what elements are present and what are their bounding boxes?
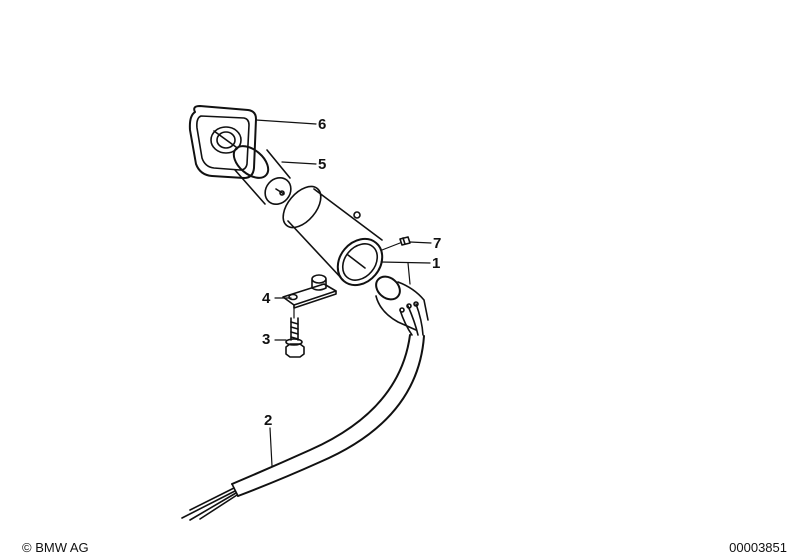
callout-6: 6 — [318, 116, 327, 133]
copyright-label: © BMW AG — [22, 540, 89, 555]
housing-part-1 — [282, 185, 384, 287]
callout-2: 2 — [264, 412, 273, 429]
leader-lines — [255, 119, 432, 467]
cable-part-2 — [181, 334, 425, 521]
socket-part-5 — [232, 145, 292, 206]
bracket-part-4 — [282, 274, 337, 309]
callout-4: 4 — [262, 290, 271, 307]
callout-7: 7 — [433, 235, 442, 252]
bolt-part-3 — [285, 317, 305, 358]
callout-1: 1 — [432, 255, 441, 272]
bezel-part-6 — [188, 105, 257, 179]
callout-5: 5 — [318, 156, 327, 173]
callout-3: 3 — [262, 331, 271, 348]
diagram-number: 00003851 — [729, 540, 787, 555]
screw-part-7 — [399, 236, 411, 246]
connector-plug — [375, 275, 429, 336]
